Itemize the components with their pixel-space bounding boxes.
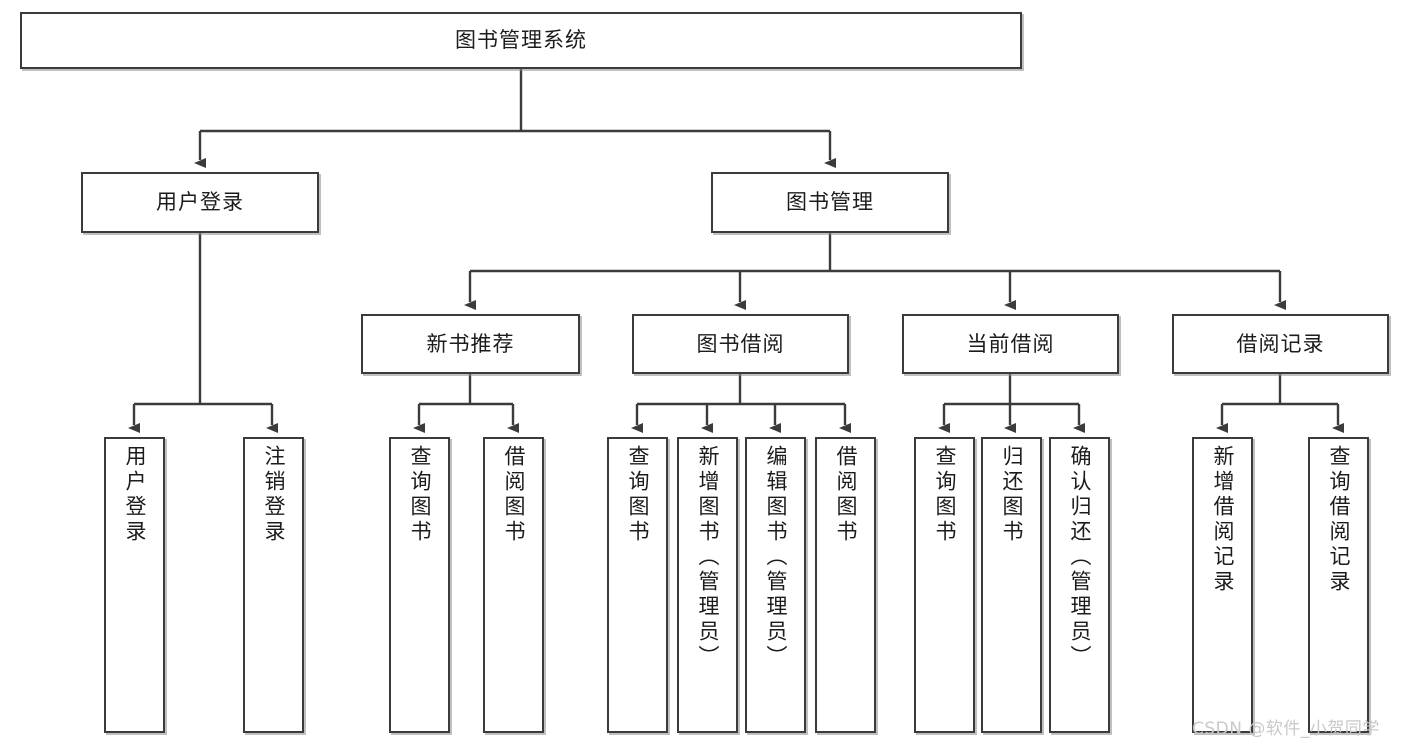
node-label: 借阅记录 — [1236, 331, 1325, 356]
leaf-current-borrow-return[interactable]: 归还图书 — [981, 437, 1042, 733]
leaf-book-borrow-borrow[interactable]: 借阅图书 — [815, 437, 876, 733]
node-label: 借阅图书 — [502, 445, 526, 545]
node-label: 图书管理 — [786, 190, 874, 215]
node-label: 图书管理系统 — [455, 28, 587, 53]
node-current-borrow[interactable]: 当前借阅 — [902, 314, 1119, 374]
leaf-book-borrow-query[interactable]: 查询图书 — [607, 437, 668, 733]
node-label: 用户登录 — [156, 190, 244, 215]
node-label: 新增借阅记录 — [1211, 445, 1235, 595]
leaf-current-borrow-confirm-return[interactable]: 确认归还（管理员） — [1049, 437, 1110, 733]
node-label: 查询图书 — [408, 445, 432, 545]
node-label: 新书推荐 — [426, 331, 515, 356]
node-label: 新增图书（管理员） — [696, 445, 720, 670]
leaf-current-borrow-query[interactable]: 查询图书 — [914, 437, 975, 733]
leaf-borrow-record-query[interactable]: 查询借阅记录 — [1308, 437, 1369, 733]
node-label: 编辑图书（管理员） — [764, 445, 788, 670]
node-borrow-record[interactable]: 借阅记录 — [1172, 314, 1389, 374]
node-label: 当前借阅 — [966, 331, 1055, 356]
leaf-book-borrow-edit[interactable]: 编辑图书（管理员） — [745, 437, 806, 733]
node-label: 查询图书 — [933, 445, 957, 545]
node-label: 注销登录 — [262, 445, 286, 545]
node-user-login[interactable]: 用户登录 — [81, 172, 319, 233]
leaf-book-borrow-add[interactable]: 新增图书（管理员） — [677, 437, 738, 733]
node-label: 用户登录 — [123, 445, 147, 545]
node-book-management[interactable]: 图书管理 — [711, 172, 949, 233]
node-label: 查询图书 — [626, 445, 650, 545]
node-label: 归还图书 — [1000, 445, 1024, 545]
node-label: 确认归还（管理员） — [1068, 445, 1092, 670]
leaf-borrow-record-add[interactable]: 新增借阅记录 — [1192, 437, 1253, 733]
node-book-borrow[interactable]: 图书借阅 — [632, 314, 849, 374]
node-label: 借阅图书 — [834, 445, 858, 545]
leaf-new-book-borrow[interactable]: 借阅图书 — [483, 437, 544, 733]
leaf-new-book-query[interactable]: 查询图书 — [389, 437, 450, 733]
leaf-user-login-logout[interactable]: 注销登录 — [243, 437, 304, 733]
node-label: 查询借阅记录 — [1327, 445, 1351, 595]
node-root-book-management-system[interactable]: 图书管理系统 — [20, 12, 1022, 69]
node-label: 图书借阅 — [696, 331, 785, 356]
leaf-user-login-login[interactable]: 用户登录 — [104, 437, 165, 733]
node-new-book-recommend[interactable]: 新书推荐 — [361, 314, 580, 374]
